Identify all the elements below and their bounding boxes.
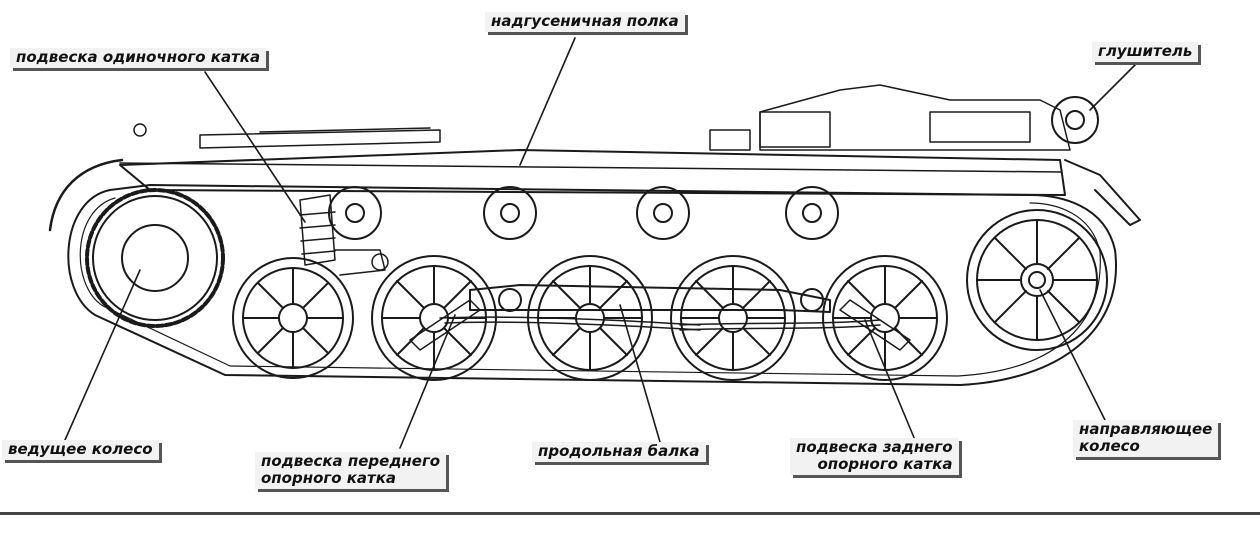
- upper-equipment: [133, 84, 1071, 151]
- label-muffler: глушитель: [1092, 42, 1199, 62]
- label-idler-wheel-line1: направляющее: [1079, 420, 1213, 438]
- leader-rear-roller-suspension: [864, 319, 916, 441]
- leader-lines: [64, 37, 1141, 449]
- label-idler-wheel-line2: колесо: [1079, 437, 1140, 455]
- label-muffler-text: глушитель: [1098, 42, 1193, 60]
- front-fender: [48, 158, 124, 232]
- label-longitudinal-beam: продольная балка: [532, 442, 706, 462]
- drive-sprocket: [85, 188, 225, 328]
- muffler: [1051, 96, 1099, 144]
- idler-wheel: [966, 209, 1108, 351]
- label-front-roller-suspension: подвеска переднего опорного катка: [255, 452, 447, 489]
- label-rear-roller-suspension-line1: подвеска заднего: [796, 438, 953, 456]
- label-track-shelf-text: надгусеничная полка: [491, 12, 679, 30]
- label-rear-roller-suspension: подвеска заднего опорного катка: [790, 438, 959, 475]
- label-single-roller-suspension-text: подвеска одиночного катка: [16, 48, 261, 66]
- road-wheel-2: [371, 255, 497, 381]
- label-longitudinal-beam-text: продольная балка: [538, 442, 700, 460]
- label-drive-wheel-text: ведущее колесо: [8, 440, 153, 458]
- label-single-roller-suspension: подвеска одиночного катка: [10, 48, 267, 68]
- track-shelf: [119, 162, 1063, 173]
- leaf-springs: [409, 299, 911, 351]
- track-outline: [67, 184, 1117, 386]
- single-roller-suspension: [299, 194, 389, 276]
- track-inner-outline: [79, 197, 1101, 377]
- leader-front-roller-suspension: [399, 314, 456, 449]
- return-rollers: [328, 186, 839, 240]
- leader-single-roller-suspension: [204, 71, 306, 223]
- longitudinal-beam: [469, 284, 831, 313]
- label-idler-wheel: направляющее колесо: [1073, 420, 1219, 457]
- road-wheel-1: [232, 257, 354, 379]
- label-track-shelf: надгусеничная полка: [485, 12, 685, 32]
- label-rear-roller-suspension-line2: опорного катка: [817, 455, 953, 473]
- road-wheel-4: [670, 255, 796, 381]
- leader-muffler: [1089, 59, 1141, 111]
- rear-fender: [1064, 159, 1141, 226]
- leader-drive-wheel: [64, 269, 141, 441]
- leader-longitudinal-beam: [619, 304, 661, 443]
- label-front-roller-suspension-line1: подвеска переднего: [261, 452, 441, 470]
- label-front-roller-suspension-line2: опорного катка: [261, 469, 397, 487]
- leader-track-shelf: [519, 37, 576, 166]
- leader-idler-wheel: [1039, 289, 1106, 421]
- hull-side: [119, 149, 1066, 196]
- road-wheel-5: [822, 255, 948, 381]
- label-drive-wheel: ведущее колесо: [2, 440, 159, 460]
- bottom-divider: [0, 512, 1260, 515]
